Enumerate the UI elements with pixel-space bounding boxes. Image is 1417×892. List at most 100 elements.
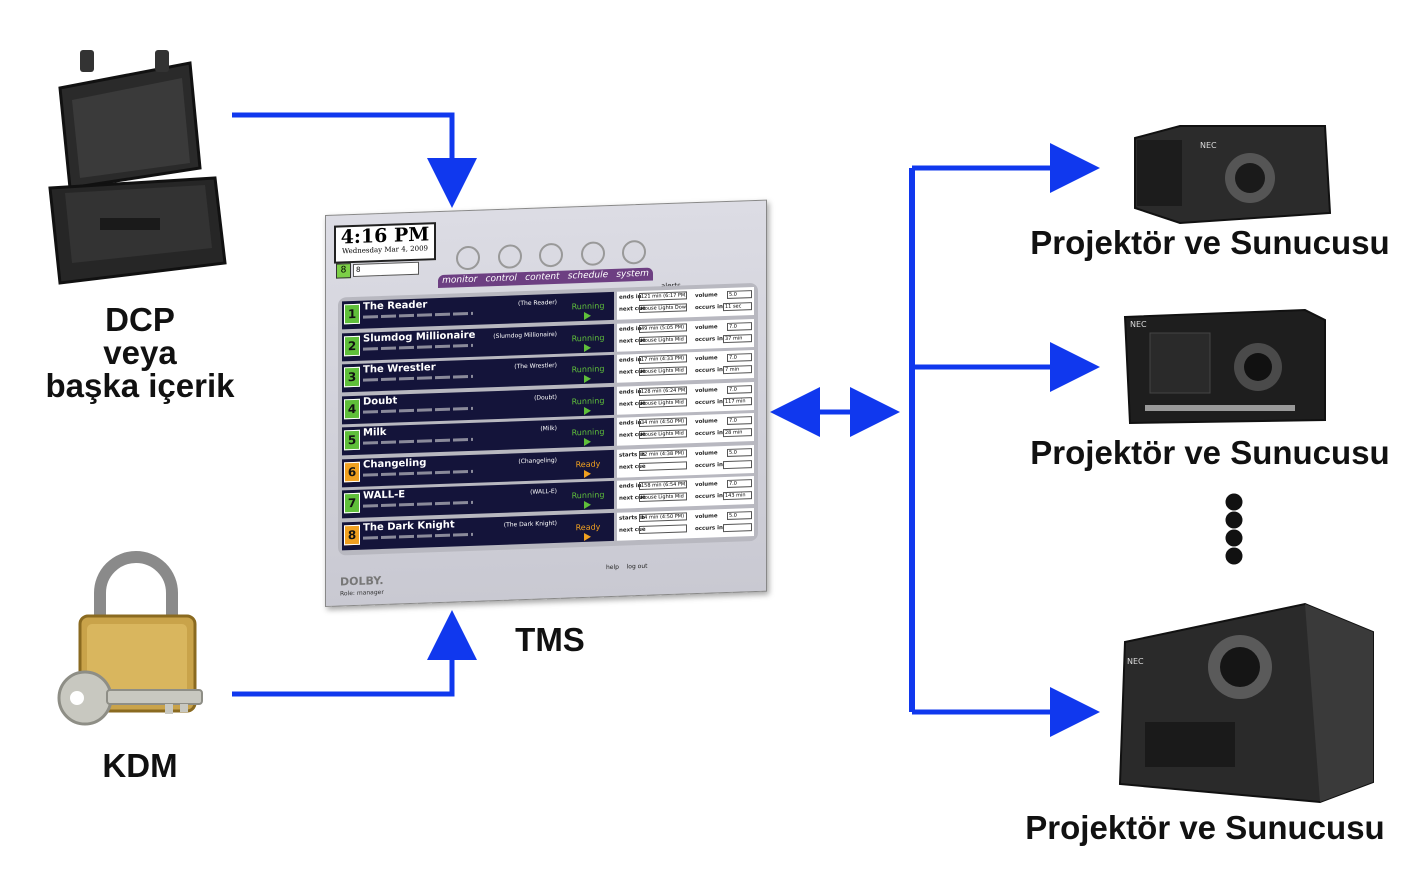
info-key-3: volume [695,292,718,300]
info-value-4: 28 min [723,428,752,438]
play-icon[interactable] [584,343,591,352]
tms-role: Role: manager [340,588,384,598]
info-key-3: volume [695,481,718,489]
svg-text:NEC: NEC [1200,141,1217,150]
tms-screen-select[interactable]: 8 [353,261,419,278]
info-key-3: volume [695,386,718,394]
info-value-4 [723,459,752,469]
play-icon[interactable] [584,311,591,320]
info-key-3: volume [695,449,718,457]
play-icon[interactable] [584,374,591,383]
play-icon[interactable] [584,469,591,478]
tab-system[interactable]: system [616,268,649,280]
info-value-3: 5.0 [727,447,752,457]
screen-number-badge: 4 [344,398,360,419]
more-projectors-ellipsis [1224,492,1244,566]
info-value-2 [639,523,687,534]
screen-number-badge: 6 [344,461,360,482]
tab-control[interactable]: control [485,273,517,285]
info-value-3: 7.0 [727,353,752,362]
screen-status: Running [571,332,605,343]
projector-1-icon: NEC [1134,125,1332,225]
info-value-2 [639,460,687,471]
screen-status: Ready [575,521,601,532]
info-value-4: 7 min [723,365,752,375]
gear-icon[interactable] [622,239,646,265]
play-icon[interactable] [584,406,591,415]
info-value-1: 34 min (4:50 PM) [639,417,687,428]
info-key-4: occurs in [695,430,723,438]
info-value-1: 121 min (6:17 PM) [639,291,687,302]
help-link[interactable]: help [606,563,619,572]
screen-status: Running [571,395,605,406]
info-key-3: volume [695,355,718,363]
svg-text:NEC: NEC [1127,657,1144,666]
info-value-1: 128 min (6:24 PM) [639,385,687,396]
info-value-4: 11 sec [723,302,752,312]
screen-status: Running [571,301,605,312]
screen-number-badge: 5 [344,429,360,451]
screen-number-badge: 1 [344,303,360,325]
logout-link[interactable]: log out [626,562,648,571]
tms-clock: 4:16 PM Wednesday Mar 4, 2009 [334,222,436,264]
play-icon[interactable] [497,244,522,269]
info-value-1: 22 min (4:38 PM) [639,448,687,459]
screen-status: Running [571,364,605,375]
screen-number-badge: 3 [344,366,360,388]
play-icon[interactable] [584,500,591,509]
info-value-3: 5.0 [727,510,752,520]
play-icon[interactable] [584,437,591,446]
screen-title: The Reader [363,299,428,313]
info-value-3: 7.0 [727,479,752,488]
info-value-2: House Lights Mid [639,492,687,503]
dcp-label-line3: başka içerik [45,367,235,404]
info-value-1: 17 min (4:33 PM) [639,354,687,365]
info-value-1: 14 min (4:50 PM) [639,511,687,522]
screen-title: Doubt [363,394,398,408]
tms-toolbar [456,239,646,273]
info-value-2: House Lights Down [639,303,687,314]
info-key-3: volume [695,323,718,331]
dolby-logo: DOLBY. [340,573,384,589]
projector-2-label: Projektör ve Sunucusu [1030,434,1390,471]
play-icon[interactable] [584,532,591,541]
tms-screen-badge: 8 [336,263,351,279]
info-value-4: 117 min [723,396,752,406]
dcp-label-line2: veya [103,334,177,371]
info-value-2: House Lights Mid [639,366,687,377]
dcp-case-icon [48,50,227,285]
film-reel-icon[interactable] [539,242,563,268]
clock-icon[interactable] [580,241,605,267]
projector-3-icon: NEC [1118,602,1374,804]
info-key-4: occurs in [695,367,723,375]
info-value-2: House Lights Mid [639,429,687,440]
dcp-label: DCP veya başka içerik [30,303,250,402]
tab-content[interactable]: content [525,271,560,284]
info-value-4: 37 min [723,333,752,343]
info-value-1: 158 min (6:54 PM) [639,480,687,491]
tab-monitor[interactable]: monitor [442,274,478,286]
tab-schedule[interactable]: schedule [567,270,609,282]
info-value-3: 7.0 [727,384,752,394]
projector-3-label: Projektör ve Sunucusu [1025,809,1385,846]
list-icon[interactable] [456,245,480,271]
tms-label: TMS [515,621,585,658]
svg-text:NEC: NEC [1130,320,1147,329]
info-value-4 [723,522,752,532]
screen-number-badge: 8 [344,524,360,545]
screen-status: Running [571,427,605,438]
info-value-3: 7.0 [727,416,752,425]
kdm-label: KDM [102,747,178,784]
info-key-4: occurs in [695,493,723,501]
info-key-3: volume [695,418,718,426]
info-value-1: 49 min (5:05 PM) [639,322,687,333]
screen-status: Ready [575,458,601,469]
projector-2-icon: NEC [1123,308,1326,425]
